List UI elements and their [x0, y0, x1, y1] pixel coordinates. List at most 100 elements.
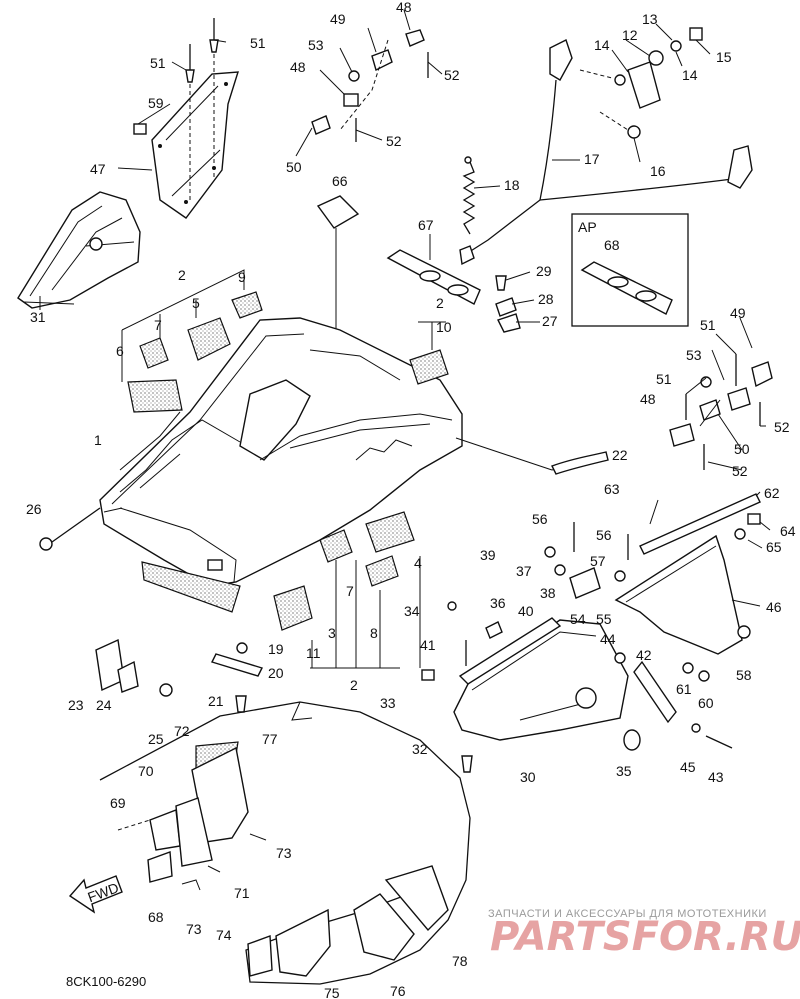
- callout-59: 59: [148, 95, 164, 111]
- callout-51: 51: [250, 35, 266, 51]
- callout-17: 17: [584, 151, 600, 167]
- part-31-side-cover: [17, 191, 141, 309]
- callout-19: 19: [268, 641, 284, 657]
- callout-68: 68: [148, 909, 164, 925]
- callout-1: 1: [94, 432, 102, 448]
- part-12-16-lever-group: [579, 27, 703, 139]
- part-46-side-panel: [614, 534, 751, 655]
- callout-44: 44: [600, 631, 616, 647]
- callout-24: 24: [96, 697, 112, 713]
- part-18-spring: [462, 156, 476, 235]
- callout-73: 73: [186, 921, 202, 937]
- callout-71: 71: [234, 885, 250, 901]
- callout-72: 72: [174, 723, 190, 739]
- callout-14: 14: [594, 37, 610, 53]
- callout-66: 66: [332, 173, 348, 189]
- callout-67: 67: [418, 217, 434, 233]
- callout-16: 16: [650, 163, 666, 179]
- callout-63: 63: [604, 481, 620, 497]
- small-hardware-right: [421, 522, 710, 773]
- callout-26: 26: [26, 501, 42, 517]
- part-21-bolt: [235, 695, 247, 713]
- callout-43: 43: [708, 769, 724, 785]
- callout-23: 23: [68, 697, 84, 713]
- callout-64: 64: [780, 523, 796, 539]
- callout-12: 12: [622, 27, 638, 43]
- part-59-clip: [133, 123, 147, 135]
- callout-36: 36: [490, 595, 506, 611]
- ap-box: AP: [571, 213, 689, 327]
- callout-31: 31: [30, 309, 46, 325]
- callout-29: 29: [536, 263, 552, 279]
- callout-56: 56: [532, 511, 548, 527]
- watermark-logo: PARTSFOR.RU: [490, 914, 800, 960]
- callout-53: 53: [308, 37, 324, 53]
- part-22-hose: [551, 451, 609, 475]
- part-66-decal: [316, 195, 360, 229]
- callout-leaders: [39, 9, 771, 607]
- callout-10: 10: [436, 319, 452, 335]
- part-35-cap: [623, 729, 641, 751]
- callout-48: 48: [396, 0, 412, 15]
- callout-3: 3: [328, 625, 336, 641]
- callout-6: 6: [116, 343, 124, 359]
- callout-48: 48: [290, 59, 306, 75]
- callout-52: 52: [732, 463, 748, 479]
- part-30-tray: [453, 617, 629, 741]
- callout-15: 15: [716, 49, 732, 65]
- callout-11: 11: [306, 645, 321, 661]
- part-1-hood: [99, 317, 463, 587]
- part-51-pins-top: [185, 18, 219, 83]
- callout-62: 62: [764, 485, 780, 501]
- callout-52: 52: [444, 67, 460, 83]
- watermark: ЗАПЧАСТИ И АКСЕССУАРЫ ДЛЯ МОТОТЕХНИКИ PA…: [488, 908, 800, 960]
- part-26-screw: [39, 507, 101, 551]
- callout-57: 57: [590, 553, 606, 569]
- callout-9: 9: [238, 269, 246, 285]
- part-cluster-right: [669, 354, 773, 470]
- fwd-arrow-icon: FWD: [68, 875, 123, 914]
- callout-37: 37: [516, 563, 532, 579]
- callout-40: 40: [518, 603, 534, 619]
- callout-7: 7: [346, 583, 354, 599]
- callout-13: 13: [642, 11, 658, 27]
- callout-28: 28: [538, 291, 554, 307]
- callout-54: 54: [570, 611, 586, 627]
- part-47-bracket: [151, 40, 239, 219]
- callout-50: 50: [286, 159, 302, 175]
- part-27-29-fasteners: [495, 275, 521, 333]
- callout-51: 51: [700, 317, 716, 333]
- callout-38: 38: [540, 585, 556, 601]
- callout-49: 49: [330, 11, 346, 27]
- part-42-43: [633, 660, 733, 749]
- callout-50: 50: [734, 441, 750, 457]
- callout-70: 70: [138, 763, 154, 779]
- callout-51: 51: [656, 371, 672, 387]
- callout-2: 2: [350, 677, 358, 693]
- callout-73: 73: [276, 845, 292, 861]
- callout-69: 69: [110, 795, 126, 811]
- hull-outline: [99, 701, 471, 985]
- callout-33: 33: [380, 695, 396, 711]
- fwd-label: FWD: [85, 879, 120, 905]
- callout-74: 74: [216, 927, 232, 943]
- diagram-code: 8CK100-6290: [66, 974, 146, 989]
- part-64-65: [734, 513, 761, 540]
- callout-25: 25: [148, 731, 164, 747]
- callout-58: 58: [736, 667, 752, 683]
- callout-8: 8: [370, 625, 378, 641]
- part-23-25: [95, 638, 173, 697]
- foam-pads: [127, 291, 449, 631]
- callout-45: 45: [680, 759, 696, 775]
- callout-49: 49: [730, 305, 746, 321]
- callout-48: 48: [640, 391, 656, 407]
- callout-35: 35: [616, 763, 632, 779]
- callout-18: 18: [504, 177, 520, 193]
- callout-76: 76: [390, 983, 406, 999]
- watermark-tagline: ЗАПЧАСТИ И АКСЕССУАРЫ ДЛЯ МОТОТЕХНИКИ: [488, 908, 767, 920]
- callout-47: 47: [90, 161, 106, 177]
- callout-labels: 1 2 2 2 3 4 5 6 7 7 8 9 10 11 12 13 14 1…: [26, 0, 796, 999]
- callout-39: 39: [480, 547, 496, 563]
- callout-46: 46: [766, 599, 782, 615]
